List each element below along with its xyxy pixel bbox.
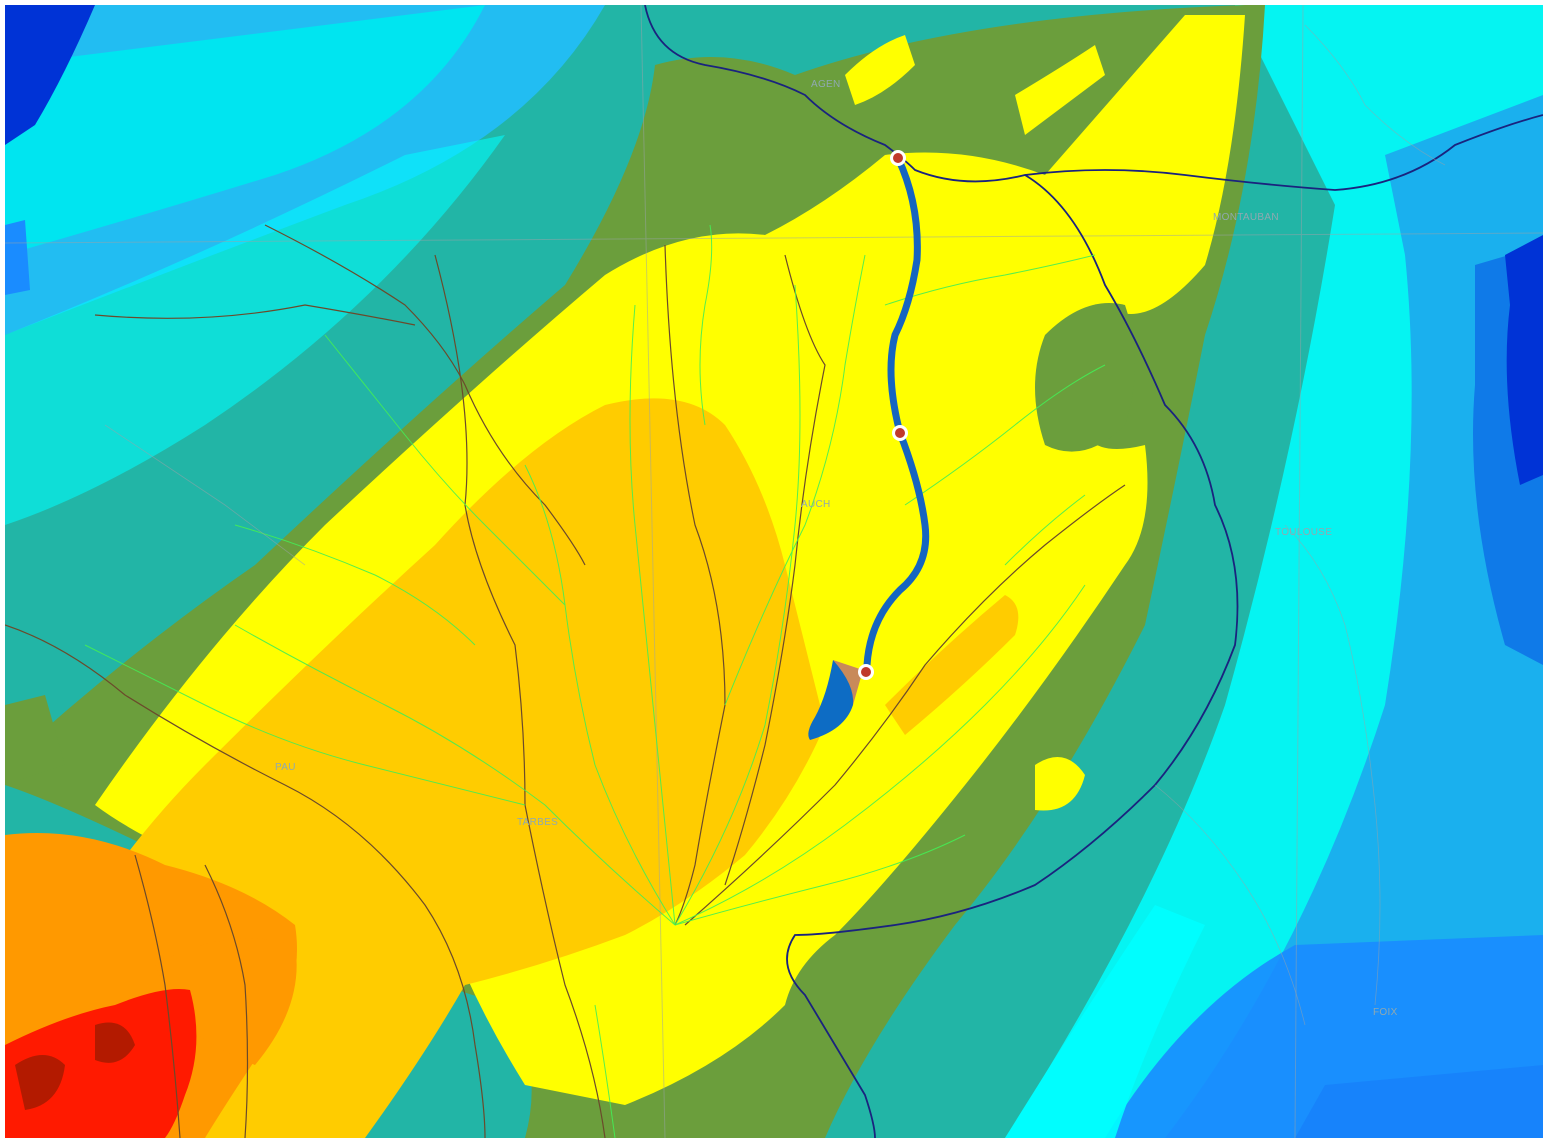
amber-streak-east — [885, 595, 1019, 735]
tributary-12 — [699, 224, 713, 426]
border-north-east — [1024, 114, 1543, 191]
gauge-dot — [895, 428, 905, 438]
tributary-14 — [234, 524, 476, 646]
reservoir-water — [808, 660, 854, 740]
tributary-5 — [674, 584, 1086, 926]
tributaries — [84, 224, 1106, 1138]
cyan-streak-west — [5, 135, 505, 525]
tributary-15 — [1004, 494, 1086, 566]
commune-line-2 — [1284, 524, 1381, 1006]
sub-basins — [5, 224, 1126, 1138]
label-tarbes: TARBES — [517, 817, 558, 828]
map-frame[interactable]: AGEN MONTAUBAN AUCH TOULOUSE FOIX PAU TA… — [5, 5, 1543, 1138]
label-foix: FOIX — [1373, 1007, 1398, 1018]
city-labels: AGEN MONTAUBAN AUCH TOULOUSE FOIX PAU TA… — [275, 79, 1398, 1018]
commune-boundaries — [104, 24, 1446, 1026]
commune-line-1 — [1304, 24, 1446, 166]
yellow-streak-north — [845, 35, 915, 105]
grid-line-v2 — [1294, 5, 1304, 1138]
tributary-8 — [324, 334, 566, 606]
sub-basin-line-3 — [434, 254, 606, 1138]
yellow-patch-east — [1035, 757, 1085, 811]
orange-patch — [155, 938, 297, 1065]
tributary-3 — [629, 304, 676, 926]
tributary-1 — [234, 624, 676, 926]
grid-line-h — [5, 232, 1543, 244]
basin-outline-east — [644, 5, 1239, 1138]
label-auch: AUCH — [801, 499, 831, 510]
yellow-patch-north — [1015, 45, 1105, 135]
cyan-band-nw — [5, 5, 485, 255]
label-pau: PAU — [275, 762, 296, 773]
gauge-station-icon[interactable] — [858, 664, 874, 680]
olive-island-east — [1035, 303, 1135, 452]
label-montauban: MONTAUBAN — [1213, 212, 1279, 223]
commune-line-4 — [104, 424, 306, 566]
tributary-10 — [904, 364, 1106, 506]
admin-grid — [5, 5, 1543, 1138]
blue-nw-patch — [5, 220, 30, 295]
gauge-station-icon[interactable] — [892, 425, 908, 441]
sub-basin-line-9 — [94, 304, 416, 326]
olive-west-edge — [5, 695, 65, 785]
precipitation-field — [5, 5, 1543, 1138]
cyan-band-se — [1005, 905, 1205, 1138]
tributary-7 — [724, 254, 866, 706]
gauge-stations[interactable] — [858, 150, 908, 680]
dark-red-spot-2 — [95, 1022, 135, 1063]
basin-boundary — [644, 5, 1543, 1138]
grid-line-v1 — [640, 5, 666, 1138]
tributary-4 — [674, 284, 801, 926]
tributary-2 — [524, 464, 676, 926]
blue-band-se — [1105, 935, 1543, 1138]
red-zone — [5, 989, 197, 1138]
label-agen: AGEN — [811, 79, 841, 90]
sub-basin-line-4 — [264, 224, 586, 566]
label-toulouse: TOULOUSE — [1275, 527, 1332, 538]
tributary-6 — [674, 834, 966, 926]
tributary-11 — [884, 254, 1096, 306]
tributary-9 — [84, 644, 526, 806]
light-blue-band-east — [1165, 95, 1543, 1138]
dark-red-spot-1 — [15, 1055, 65, 1110]
sub-basin-line-2 — [724, 254, 826, 886]
sub-basin-line-5 — [5, 624, 486, 1138]
sub-basin-line-7 — [204, 864, 249, 1138]
reservoir-icon[interactable] — [808, 660, 863, 740]
deep-blue-nw-corner — [5, 5, 95, 145]
commune-line-3 — [1154, 784, 1306, 1026]
sub-basin-line-8 — [684, 484, 1126, 926]
precipitation-map[interactable]: AGEN MONTAUBAN AUCH TOULOUSE FOIX PAU TA… — [5, 5, 1543, 1138]
gauge-dot — [861, 667, 871, 677]
gauge-dot — [893, 153, 903, 163]
sub-basin-line-1 — [664, 244, 726, 926]
sub-basin-line-6 — [134, 854, 181, 1138]
tributary-13 — [594, 1004, 616, 1138]
deep-blue-east — [1505, 235, 1543, 485]
gauge-station-icon[interactable] — [890, 150, 906, 166]
